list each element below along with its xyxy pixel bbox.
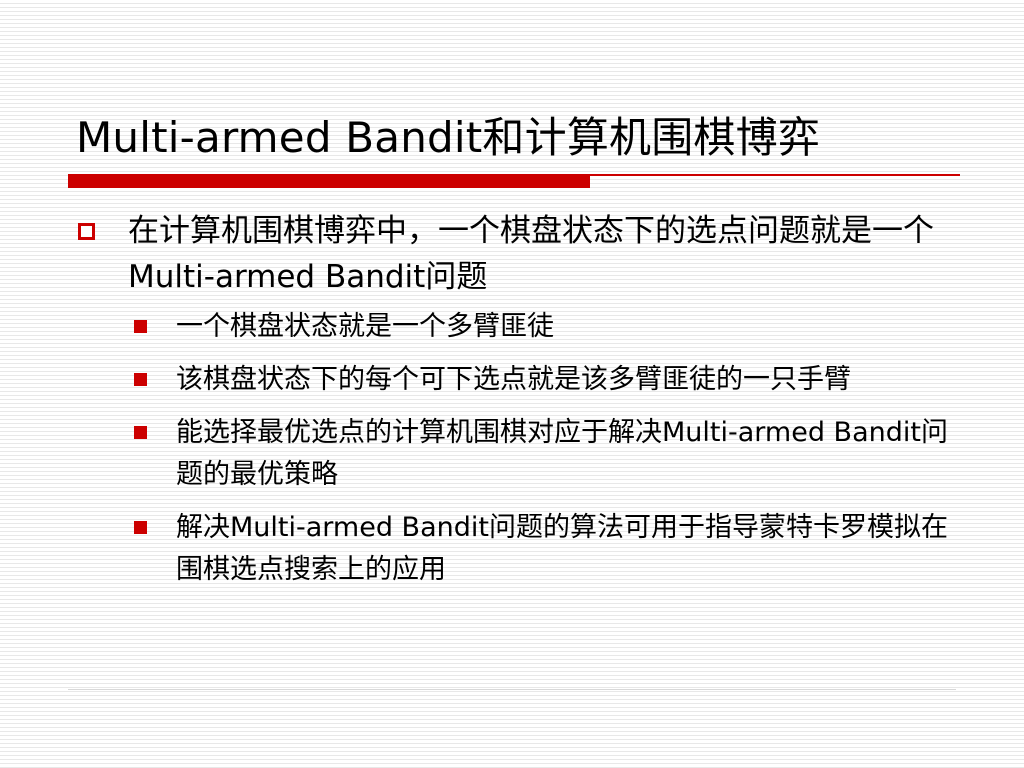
sub-bullet-text: 解决Multi-armed Bandit问题的算法可用于指导蒙特卡罗模拟在围棋选… (176, 512, 948, 585)
title-underline-line (590, 174, 960, 176)
footer-divider (68, 689, 956, 690)
sub-bullet-item: 能选择最优选点的计算机围棋对应于解决Multi-armed Bandit问题的最… (72, 412, 952, 496)
bullet-text: 在计算机围棋博弈中，一个棋盘状态下的选点问题就是一个Multi-armed Ba… (128, 213, 934, 295)
slide-title: Multi-armed Bandit和计算机围棋博弈 (76, 113, 821, 162)
sub-bullet-text: 一个棋盘状态就是一个多臂匪徒 (176, 311, 554, 342)
sub-bullet-item: 解决Multi-armed Bandit问题的算法可用于指导蒙特卡罗模拟在围棋选… (72, 507, 952, 591)
slide-content: 在计算机围棋博弈中，一个棋盘状态下的选点问题就是一个Multi-armed Ba… (72, 208, 952, 602)
bullet-item: 在计算机围棋博弈中，一个棋盘状态下的选点问题就是一个Multi-armed Ba… (72, 208, 952, 300)
sub-bullet-list: 一个棋盘状态就是一个多臂匪徒 该棋盘状态下的每个可下选点就是该多臂匪徒的一只手臂… (72, 306, 952, 591)
solid-square-icon (134, 320, 147, 333)
solid-square-icon (134, 521, 147, 534)
sub-bullet-text: 该棋盘状态下的每个可下选点就是该多臂匪徒的一只手臂 (176, 364, 851, 395)
title-underline-bar (68, 174, 590, 188)
sub-bullet-text: 能选择最优选点的计算机围棋对应于解决Multi-armed Bandit问题的最… (176, 417, 948, 490)
solid-square-icon (134, 426, 147, 439)
sub-bullet-item: 该棋盘状态下的每个可下选点就是该多臂匪徒的一只手臂 (72, 359, 952, 401)
sub-bullet-item: 一个棋盘状态就是一个多臂匪徒 (72, 306, 952, 348)
title-underline (68, 174, 960, 188)
hollow-square-icon (78, 223, 95, 240)
solid-square-icon (134, 373, 147, 386)
